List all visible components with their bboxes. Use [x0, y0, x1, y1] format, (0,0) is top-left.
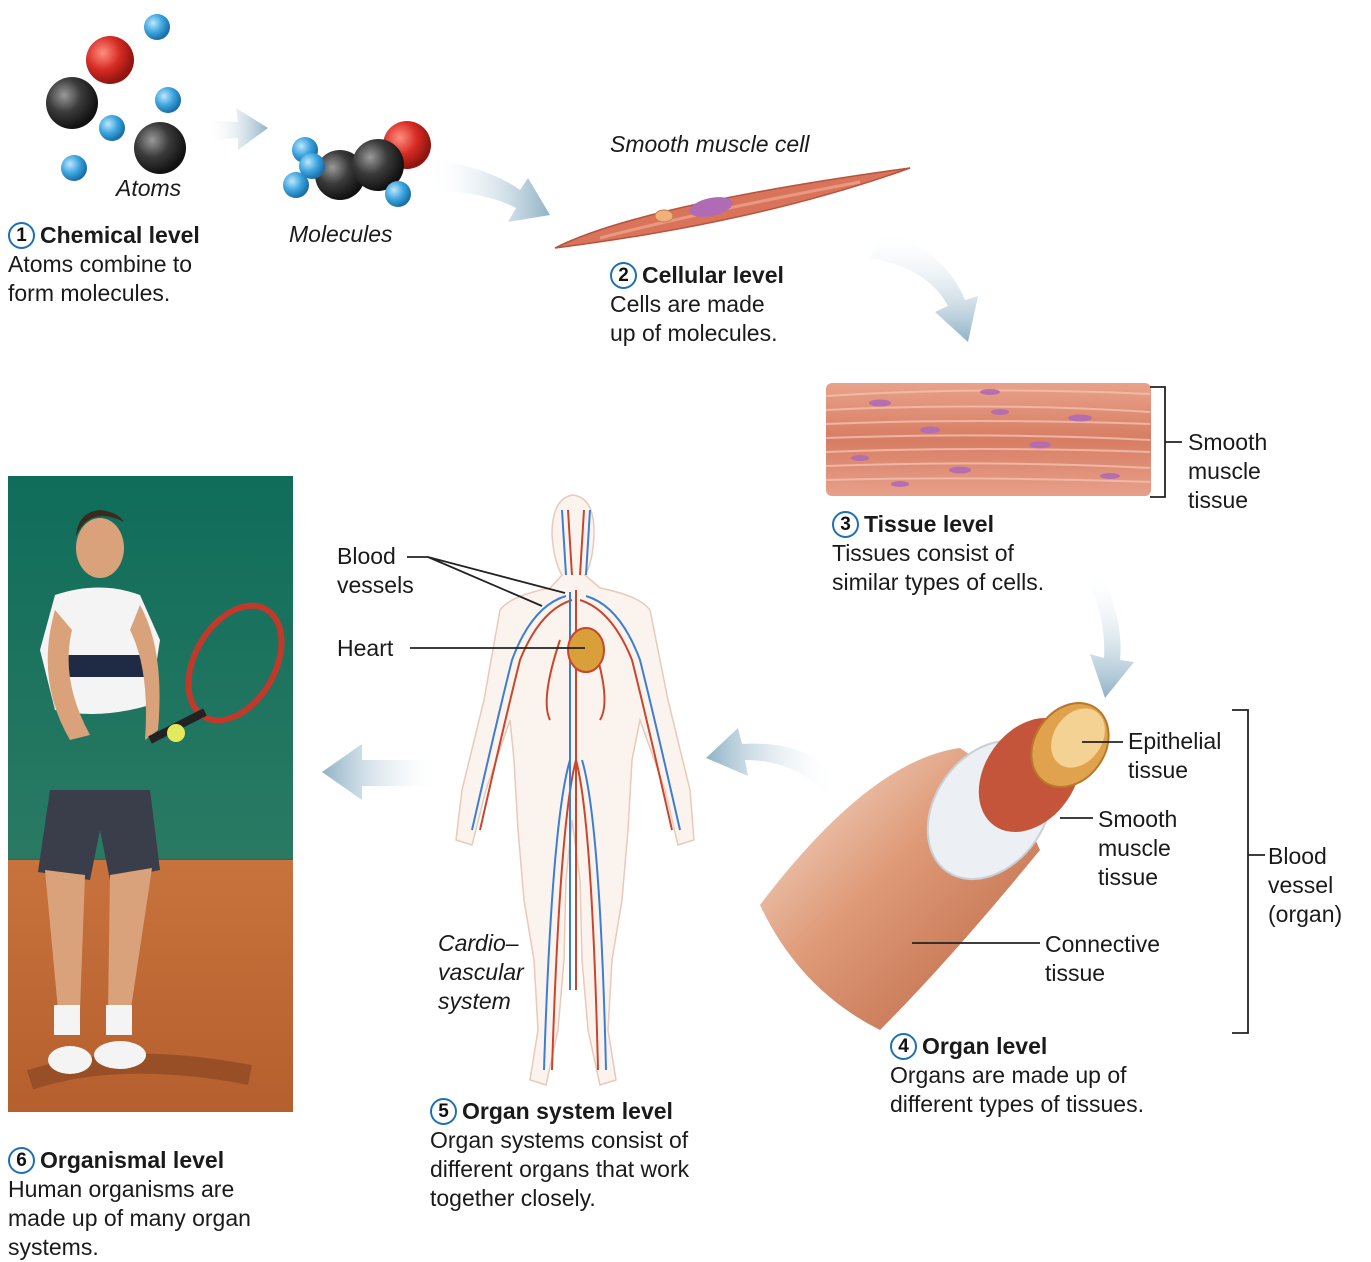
blood-vessel-organ-label: Blood vessel (organ) [1268, 842, 1342, 929]
molecules-label: Molecules [289, 220, 393, 249]
atom-hydrogen [144, 14, 170, 40]
arrow-molecules-to-cell [428, 158, 550, 222]
level-title: Organ system level [462, 1097, 673, 1126]
level-description: Atoms combine to form molecules. [8, 250, 200, 308]
level-number: 2 [610, 262, 637, 289]
blood-vessels-label: Blood vessels [337, 542, 414, 600]
level-description: Tissues consist of similar types of cell… [832, 539, 1044, 597]
arrow-organ-to-system [706, 728, 838, 800]
smooth-muscle-cell-label: Smooth muscle cell [610, 130, 809, 159]
arrow-atoms-to-molecules [208, 108, 268, 150]
level-number: 4 [890, 1033, 917, 1060]
arrow-system-to-organism [322, 744, 442, 800]
tissue-bracket [1150, 387, 1182, 497]
arrow-tissue-to-organ [1090, 570, 1134, 698]
atom-hydrogen [155, 87, 181, 113]
level-number: 3 [832, 511, 859, 538]
atom-oxygen [86, 36, 134, 84]
smooth-muscle-tissue [826, 383, 1151, 496]
level-number: 5 [430, 1098, 457, 1125]
heart-label: Heart [337, 634, 393, 663]
atom-hydrogen [99, 115, 125, 141]
level-number: 6 [8, 1147, 35, 1174]
organ-bracket [1232, 710, 1265, 1033]
epithelial-tissue-label: Epithelial tissue [1128, 727, 1221, 785]
level-number: 1 [8, 222, 35, 249]
level-description: Organs are made up of different types of… [890, 1061, 1144, 1119]
molecules-illustration [283, 121, 431, 207]
atom-carbon [134, 122, 186, 174]
level-description: Human organisms are made up of many orga… [8, 1175, 251, 1262]
level-title: Cellular level [642, 261, 784, 290]
level-title: Tissue level [864, 510, 994, 539]
organ-smooth-muscle-label: Smooth muscle tissue [1098, 805, 1177, 892]
level-description: Cells are made up of molecules. [610, 290, 784, 348]
atom-carbon [46, 77, 98, 129]
atom-hydrogen [61, 155, 87, 181]
smooth-muscle-cell [555, 168, 910, 248]
level-description: Organ systems consist of different organ… [430, 1126, 689, 1213]
tennis-player-photo [8, 476, 301, 1112]
cardiovascular-system-label: Cardio– vascular system [438, 929, 524, 1016]
arrow-cell-to-tissue [870, 230, 978, 342]
heart-illustration [568, 628, 604, 672]
level-title: Chemical level [40, 221, 200, 250]
level-title: Organismal level [40, 1146, 224, 1175]
connective-tissue-label: Connective tissue [1045, 930, 1160, 988]
smooth-muscle-tissue-label: Smooth muscle tissue [1188, 428, 1267, 515]
atoms-illustration [46, 14, 186, 181]
atoms-label: Atoms [116, 174, 181, 203]
level-title: Organ level [922, 1032, 1047, 1061]
